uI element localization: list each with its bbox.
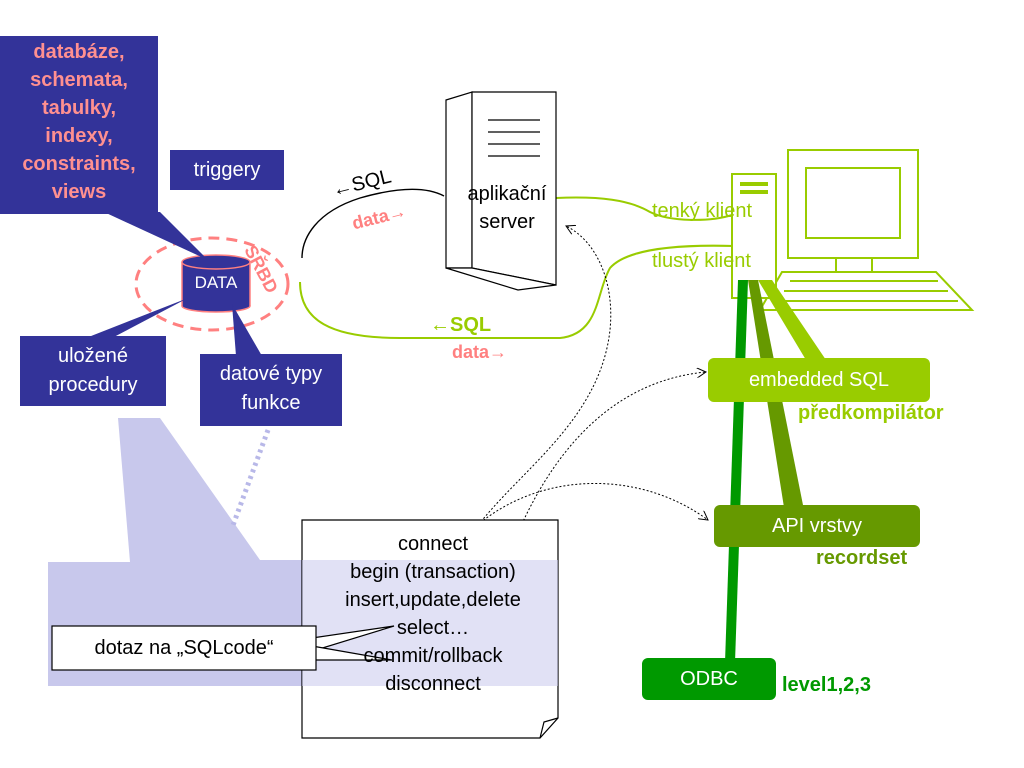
to-embedded-sql-arrow xyxy=(519,372,706,529)
app-server-icon xyxy=(445,91,557,291)
srbd-ellipse xyxy=(134,236,290,332)
fat-client-label: tlustý klient xyxy=(652,250,751,272)
command-item: disconnect xyxy=(385,673,481,695)
api-layer-box: API vrstvy xyxy=(714,505,920,547)
thin-client-label: tenký klient xyxy=(652,200,753,222)
db-objects-line: indexy, xyxy=(45,125,113,147)
db-objects-pointer xyxy=(104,212,208,260)
app-server-line: server xyxy=(479,211,535,233)
embedded-sql-box: embedded SQL xyxy=(708,358,930,402)
db-objects-line: views xyxy=(51,181,107,203)
data-types-box: datové typy funkce xyxy=(200,354,342,426)
data-types-line: funkce xyxy=(241,392,301,414)
precompiler-label: předkompilátor xyxy=(798,402,944,424)
stored-procedures-line: procedury xyxy=(48,374,138,396)
note-fold xyxy=(539,717,559,739)
command-item: commit/rollback xyxy=(363,645,503,667)
stored-procedures-line: uložené xyxy=(57,345,129,367)
command-item: begin (transaction) xyxy=(350,561,516,583)
db-objects-box: databáze, schemata, tabulky, indexy, con… xyxy=(0,36,158,214)
command-list: connect begin (transaction) insert,updat… xyxy=(304,530,562,698)
app-server-label: aplikační server xyxy=(452,180,562,236)
recordset-label: recordset xyxy=(816,547,908,569)
db-objects-line: databáze, xyxy=(33,41,125,63)
to-api-arrow xyxy=(473,482,708,529)
odbc-box: ODBC xyxy=(642,658,776,700)
data-bottom-label: data→ xyxy=(452,342,508,362)
client-computer-icon xyxy=(731,149,975,311)
db-objects-line: constraints, xyxy=(22,153,136,175)
sqlcode-box xyxy=(51,625,317,671)
data-cylinder-label: DATA xyxy=(194,273,238,292)
db-objects-line: tabulky, xyxy=(41,97,117,119)
embedded-wedge xyxy=(758,280,826,360)
command-item: select… xyxy=(396,617,470,639)
odbc-wedge xyxy=(724,280,748,692)
stored-procs-pointer xyxy=(86,298,188,338)
db-objects-line: schemata, xyxy=(30,69,128,91)
connect-to-appserver-arrow xyxy=(475,226,612,529)
command-item: connect xyxy=(397,533,469,555)
triggers-box: triggery xyxy=(170,150,284,190)
sqlcode-callout-text: dotaz na „SQLcode“ xyxy=(94,637,274,659)
stored-procedures-box: uložené procedury xyxy=(20,336,166,406)
app-server-line: aplikační xyxy=(467,183,547,205)
note-highlight xyxy=(302,560,558,686)
sql-bottom-label: ←SQL xyxy=(430,314,492,336)
data-cylinder-icon xyxy=(181,254,251,313)
types-pointer xyxy=(232,304,262,356)
fat-client-line xyxy=(299,244,735,339)
types-dotted-connector xyxy=(229,429,271,529)
data-types-line: datové typy xyxy=(219,363,323,385)
srbd-to-appserver-line xyxy=(301,188,445,259)
level-label: level1,2,3 xyxy=(782,674,871,696)
thin-client-line xyxy=(555,196,733,221)
command-item: insert,update,delete xyxy=(345,589,521,611)
